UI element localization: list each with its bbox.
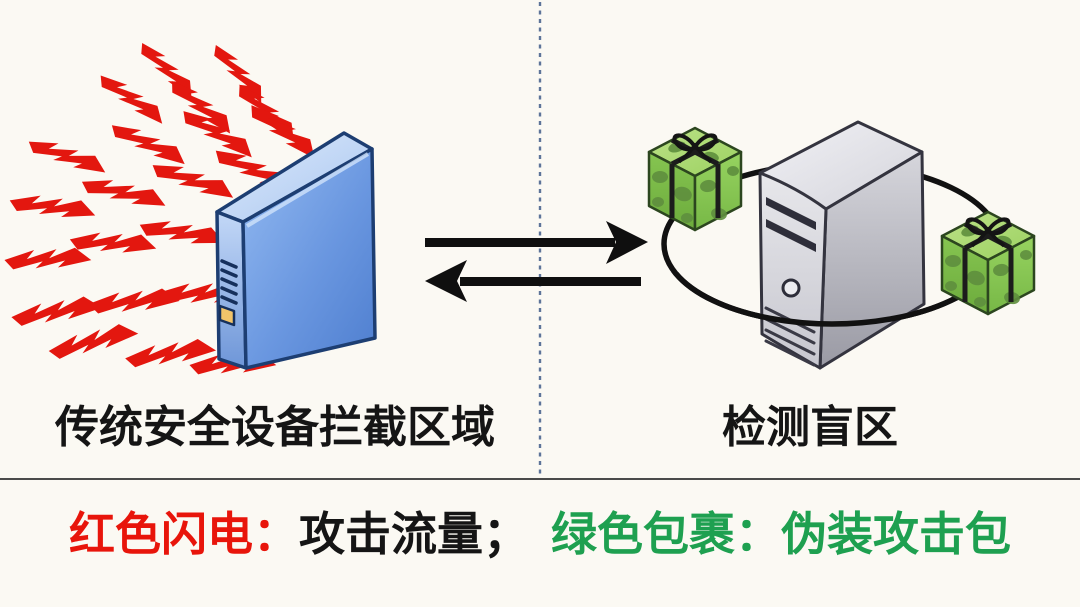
drive-bays xyxy=(766,197,816,252)
section-divider xyxy=(0,478,1080,480)
legend-red-meaning: 攻击流量； xyxy=(299,508,529,560)
firewall-front-face xyxy=(241,147,377,370)
vent-slats xyxy=(220,259,238,305)
orbit-path-front xyxy=(671,272,993,327)
exchange-arrows xyxy=(425,221,648,302)
legend-caption: 红色闪电：攻击流量； 绿色包裹：伪装攻击包 xyxy=(0,504,1080,564)
power-button xyxy=(781,278,801,298)
lightning-bolt-icon xyxy=(95,61,169,137)
left-zone-label: 传统安全设备拦截区域 xyxy=(55,403,495,452)
lightning-bolt-icon xyxy=(7,179,99,235)
legend-green-meaning: 伪装攻击包 xyxy=(781,508,1011,560)
arrow-right-icon xyxy=(425,221,648,264)
lightning-bolt-icon xyxy=(11,294,103,329)
firewall-appliance-icon xyxy=(215,131,377,370)
front-face-highlight xyxy=(245,152,370,228)
legend-green-term: 绿色包裹： xyxy=(551,508,781,560)
port-led xyxy=(218,304,236,327)
lightning-bolt-icon xyxy=(47,323,140,360)
lightning-bolt-icon xyxy=(24,123,110,189)
arrow-left-icon xyxy=(425,260,641,302)
lightning-bolt-icon xyxy=(137,204,229,262)
lightning-bolt-icon xyxy=(209,35,269,112)
legend-red-term: 红色闪电： xyxy=(69,508,299,560)
lightning-bolt-icon xyxy=(178,95,259,172)
right-zone-label: 检测盲区 xyxy=(722,403,898,452)
gift-package-icon xyxy=(649,128,741,230)
server-tower-icon xyxy=(758,120,926,370)
